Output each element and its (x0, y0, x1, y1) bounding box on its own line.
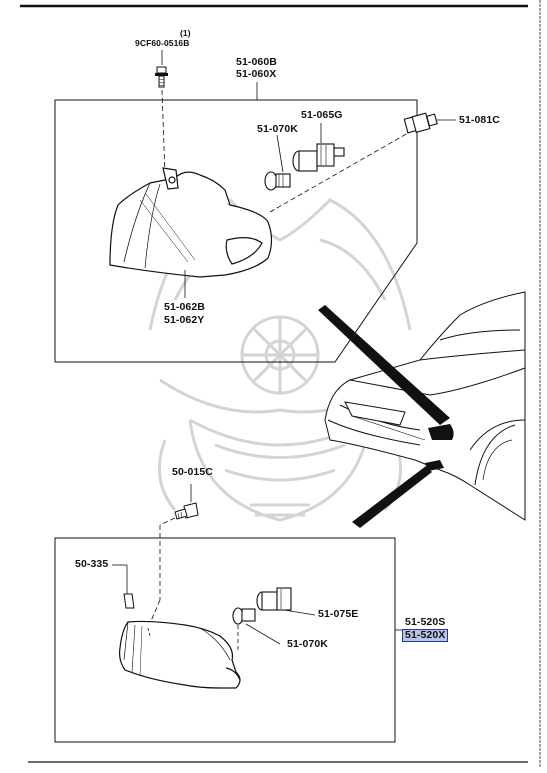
headlamp-marker (428, 424, 454, 440)
clip-lower-part (123, 593, 135, 609)
screw-lower-part (174, 502, 199, 520)
label-fog-lamp-1: 51-520S (405, 616, 446, 628)
lower-assembly-box (54, 537, 396, 743)
socket-lower-part (256, 587, 292, 611)
label-lens-1: 51-062B (164, 301, 205, 313)
label-lens-2: 51-062Y (164, 314, 205, 326)
label-bulb-upper: 51-070K (257, 123, 298, 135)
pointer-lower (352, 466, 432, 528)
foglamp-marker (425, 460, 444, 471)
label-socket-lower: 51-075E (318, 608, 359, 620)
pointer-upper (318, 305, 450, 425)
label-front-lamp-2: 51-060X (236, 68, 277, 80)
label-side-socket: 51-081C (459, 114, 500, 126)
label-bolt-upper: 9CF60-0516B (135, 38, 190, 48)
label-front-lamp-1: 51-060B (236, 56, 277, 68)
qty-note: (1) (180, 28, 191, 38)
bulb-upper-part (264, 171, 291, 191)
label-fog-lamp-2-highlighted[interactable]: 51-520X (402, 629, 449, 642)
upper-assembly-box (54, 99, 418, 363)
socket-upper-part (292, 143, 345, 172)
bulb-lower-part (232, 607, 256, 625)
label-screw-lower: 50-015C (172, 466, 213, 478)
label-bulb-lower: 51-070K (287, 638, 328, 650)
watermark-logo (148, 198, 412, 522)
bolt-upper-part (155, 66, 168, 88)
fog-lamp-assembly (118, 620, 241, 689)
front-combination-lamp (109, 167, 273, 278)
label-clip-lower: 50-335 (75, 558, 109, 570)
side-marker-socket (403, 112, 438, 134)
label-socket-upper: 51-065G (301, 109, 343, 121)
